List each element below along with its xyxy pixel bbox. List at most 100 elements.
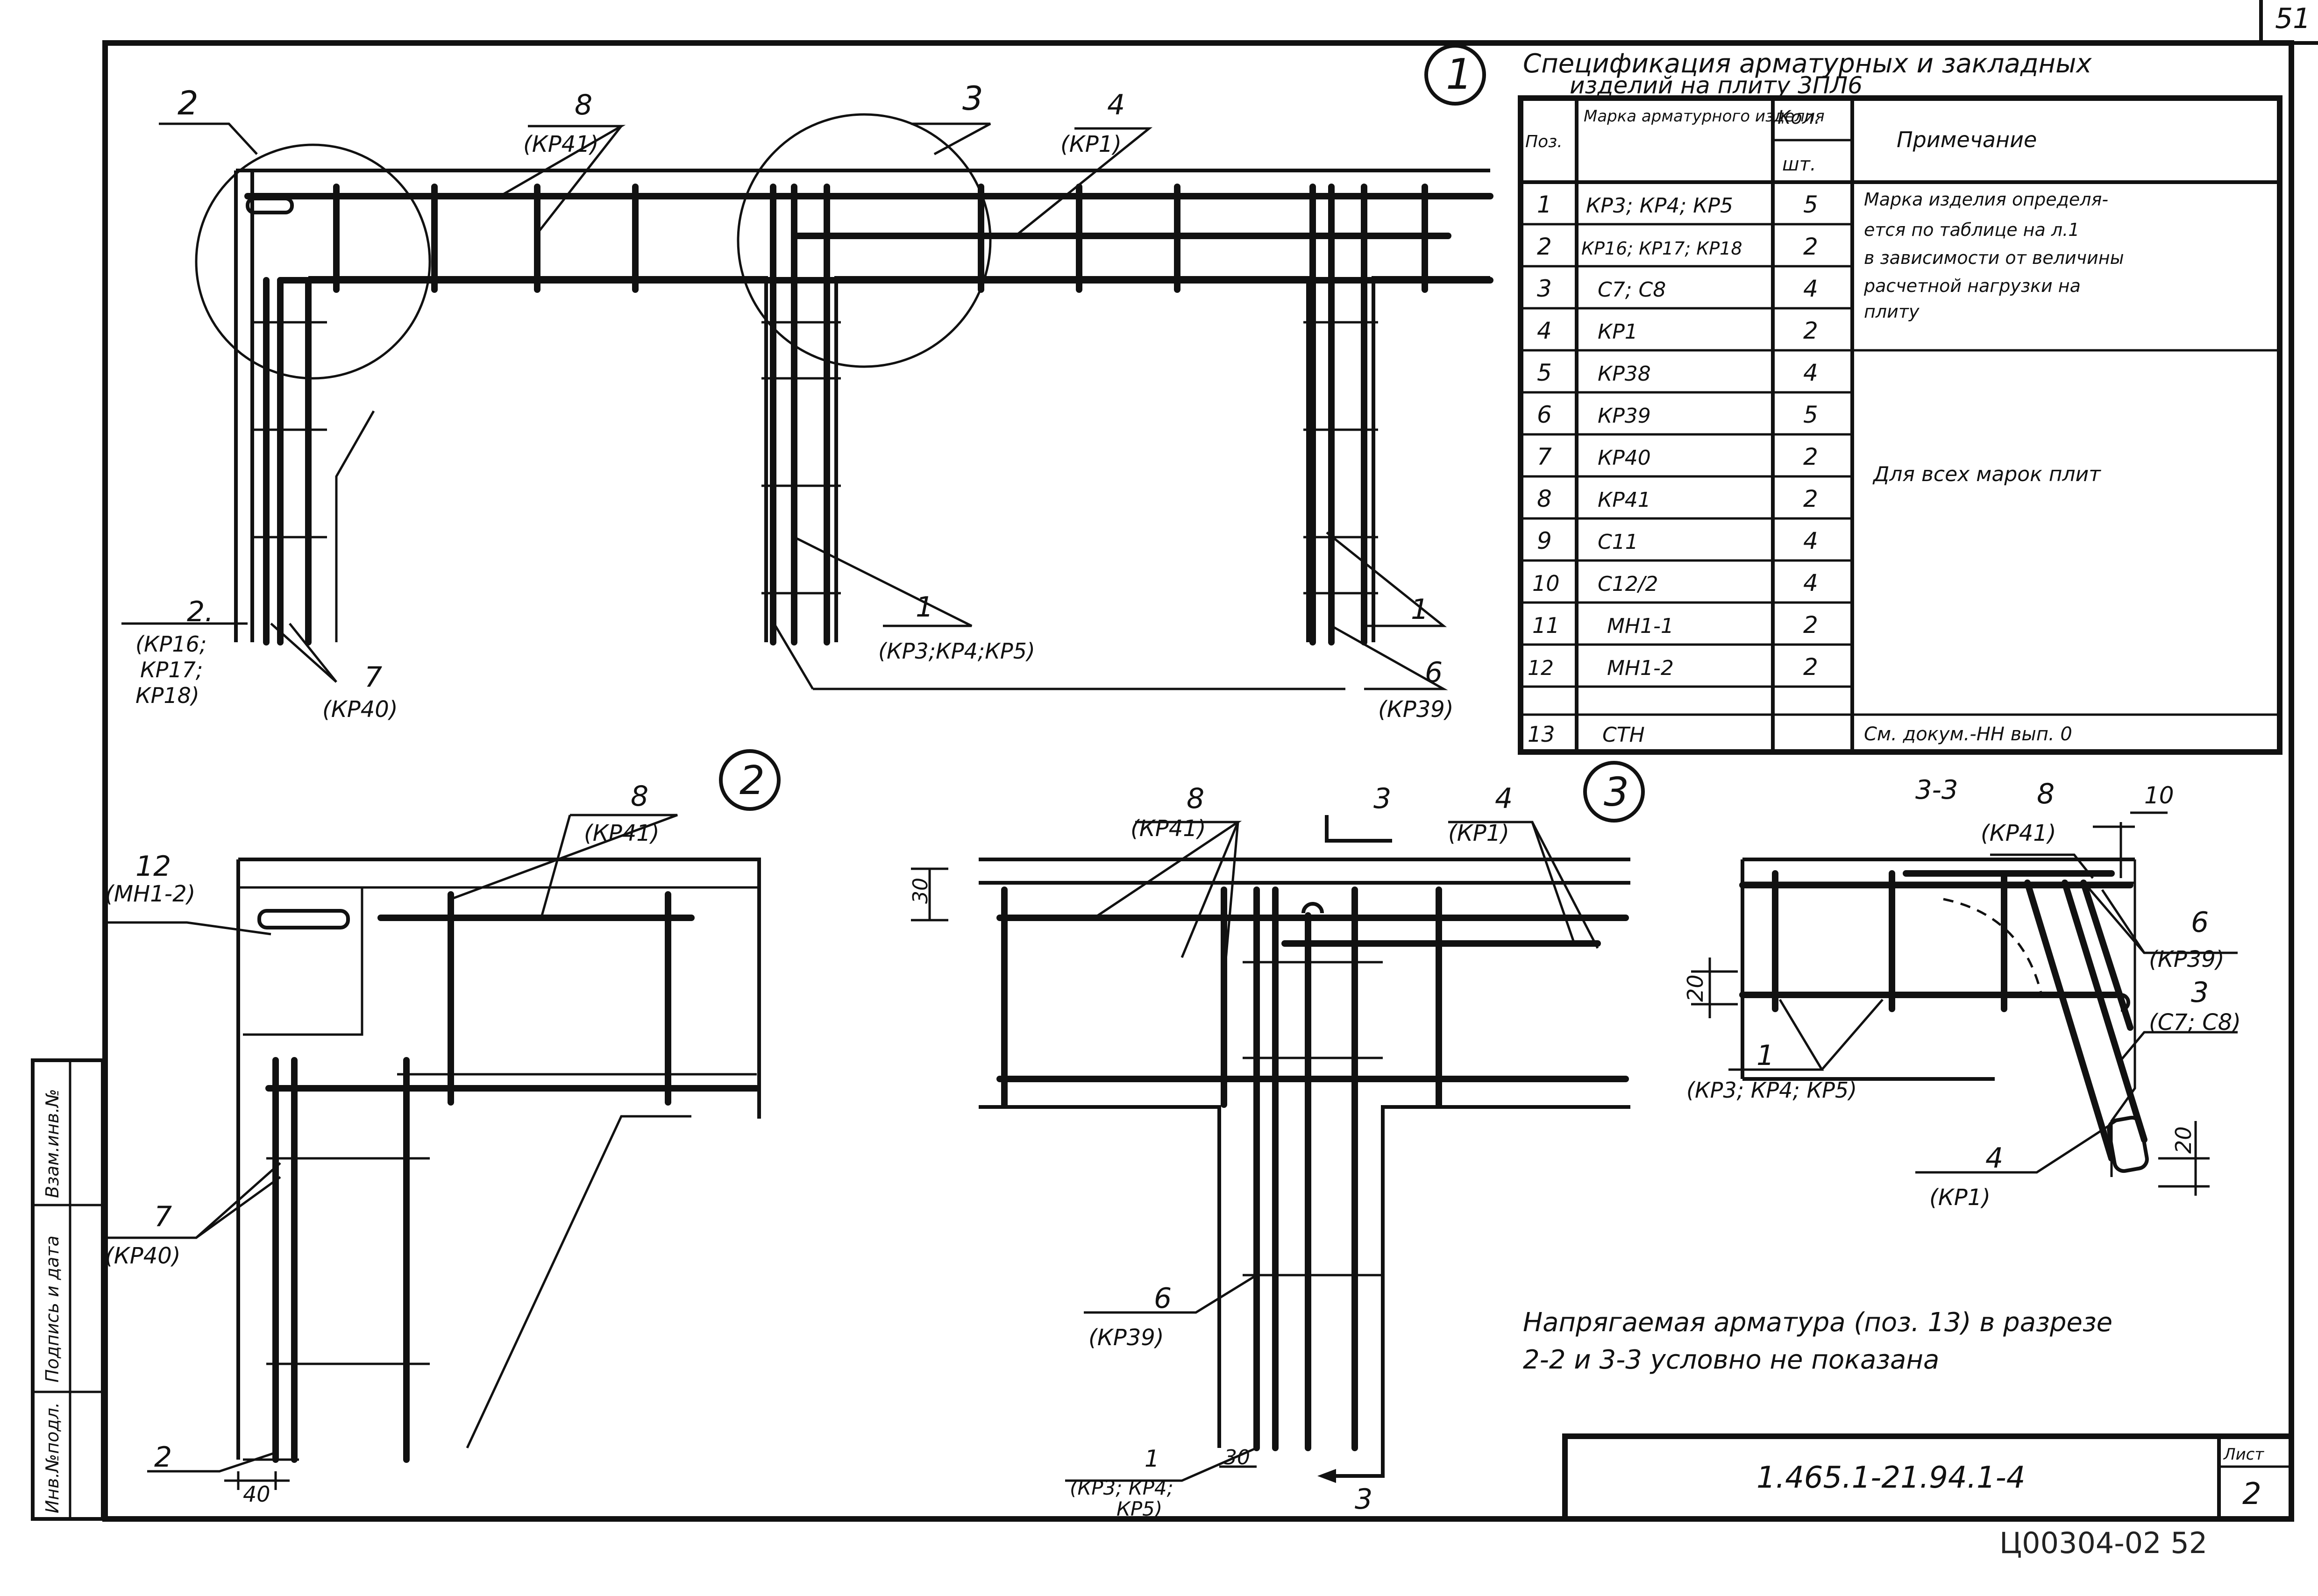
spec-row-pos: 10 — [1532, 571, 1560, 596]
spec-row-qty: 2 — [1803, 485, 1818, 512]
v1-callout-8-mark: (КР41) — [523, 131, 599, 157]
spec-row-qty: 4 — [1803, 569, 1818, 596]
v1-callout-2b: 2. — [187, 596, 213, 628]
spec-row-pos: 4 — [1537, 317, 1552, 344]
spec-header-qty: Кол. — [1778, 107, 1820, 128]
spec-row-pos: 13 — [1528, 722, 1555, 747]
v1-callout-8: 8 — [575, 89, 592, 121]
spec-note-1: Марка изделия определя- ется по таблице … — [1863, 189, 2124, 322]
spec-header-pos: Поз. — [1525, 132, 1563, 151]
page-corner-number: 51 — [2275, 2, 2311, 35]
spec-row-pos: 7 — [1537, 443, 1552, 470]
spec-row: 9 С11 4 — [1537, 527, 1818, 554]
v3-section-mark-bottom: 3 — [1355, 1483, 1372, 1516]
spec-row-mark: СТН — [1602, 723, 1645, 747]
v1-callout-2b-mark1: (КР16; — [135, 631, 206, 657]
side-stamp-inv: Инв.№подл. — [42, 1402, 63, 1513]
s33-dim-20a: 20 — [1683, 974, 1708, 1002]
spec-row-mark: КР40 — [1598, 446, 1651, 470]
v3-callout-8-mark: (КР41) — [1131, 816, 1206, 842]
spec-row: 3 С7; С8 4 — [1537, 275, 1818, 302]
svg-text:в зависимости от величины: в зависимости от величины — [1864, 248, 2124, 268]
spec-row: 1 КР3; КР4; КР5 5 — [1537, 191, 1818, 218]
svg-text:Марка изделия определя-: Марка изделия определя- — [1864, 189, 2108, 210]
spec-row-qty: 4 — [1803, 359, 1818, 386]
v3-callout-1-mark1: (КР3; КР4; — [1070, 1476, 1173, 1499]
view-2-label: 2 — [739, 758, 765, 804]
s33-callout-3-mark: (С7; С8) — [2149, 1009, 2241, 1036]
spec-row: 12 МН1-2 2 — [1528, 653, 1818, 681]
spec-row-pos: 2 — [1537, 233, 1552, 260]
v1-callout-4: 4 — [1107, 89, 1125, 121]
svg-text:плиту: плиту — [1864, 301, 1920, 322]
v3-callout-1: 1 — [1145, 1445, 1159, 1472]
view-2: 2 8 (КР41) — [103, 749, 781, 1507]
spec-note-2: Для всех марок плит — [1872, 462, 2101, 486]
section-3-3: 3-3 — [1683, 775, 2241, 1211]
v2-callout-7-mark: (КР40) — [105, 1243, 181, 1269]
spec-row-mark: КР38 — [1598, 362, 1651, 386]
spec-title-1: Спецификация арматурных и закладных — [1523, 49, 2092, 79]
spec-row: 10 С12/2 4 — [1532, 569, 1818, 596]
view-3-label: 3 — [1604, 769, 1629, 816]
svg-text:расчетной нагрузки на: расчетной нагрузки на — [1863, 276, 2081, 296]
v1-callout-7: 7 — [364, 661, 382, 694]
s33-callout-1-mark: (КР3; КР4; КР5) — [1686, 1078, 1857, 1103]
v1-callout-4-mark: (КР1) — [1060, 131, 1122, 157]
spec-row-mark: МН1-1 — [1607, 614, 1674, 638]
s33-callout-8-mark: (КР41) — [1981, 820, 2056, 846]
v1-callout-2b-mark2: КР17; — [140, 657, 203, 682]
v3-dim-30a: 30 — [909, 878, 932, 904]
spec-row: 8 КР41 2 — [1537, 485, 1818, 512]
spec-row-pos: 6 — [1537, 401, 1552, 428]
spec-header-mark: Марка арматурного изделия — [1584, 107, 1825, 126]
s33-callout-4-mark: (КР1) — [1929, 1185, 1991, 1211]
v3-callout-4: 4 — [1495, 782, 1513, 815]
v3-callout-1-mark2: КР5) — [1116, 1497, 1162, 1520]
side-stamp-sign: Подпись и дата — [42, 1235, 63, 1383]
v2-callout-7: 7 — [154, 1200, 172, 1233]
v1-callout-6-mark: (КР39) — [1378, 696, 1454, 723]
spec-note-3: См. докум.-НН вып. 0 — [1864, 724, 2072, 745]
v1-callout-1a: 1 — [916, 591, 933, 624]
spec-row-mark: КР1 — [1598, 320, 1638, 344]
spec-row-mark: КР41 — [1598, 488, 1651, 512]
v3-callout-8: 8 — [1187, 782, 1204, 815]
spec-row-pos: 5 — [1537, 359, 1552, 386]
side-stamp-replace: Взам.инв.№ — [42, 1089, 63, 1198]
v2-callout-2: 2 — [154, 1441, 172, 1474]
spec-row: 5 КР38 4 — [1537, 359, 1818, 386]
s33-title: 3-3 — [1915, 775, 1958, 805]
spec-row: 6 КР39 5 — [1537, 401, 1818, 428]
v3-callout-6: 6 — [1154, 1282, 1172, 1315]
spec-row-mark: КР39 — [1598, 404, 1651, 428]
spec-row-qty: 2 — [1803, 653, 1818, 681]
sheet-number: 2 — [2242, 1477, 2261, 1511]
spec-row-mark: С7; С8 — [1598, 278, 1666, 302]
spec-row-pos: 9 — [1537, 527, 1552, 554]
v2-callout-8-mark: (КР41) — [584, 820, 660, 846]
v3-callout-4-mark: (КР1) — [1448, 820, 1509, 846]
s33-dim-10: 10 — [2144, 782, 2174, 809]
spec-header-unit: шт. — [1782, 154, 1816, 175]
general-note-line2: 2-2 и 3-3 условно не показана — [1523, 1345, 1939, 1375]
spec-row: 2 КР16; КР17; КР18 2 — [1537, 233, 1818, 260]
spec-row: 13 СТН — [1528, 722, 1645, 747]
spec-table: Спецификация арматурных и закладных изде… — [1518, 49, 2282, 755]
s33-callout-4: 4 — [1985, 1142, 2003, 1175]
general-note-line1: Напрягаемая арматура (поз. 13) в разрезе — [1523, 1307, 2112, 1338]
v1-callout-7-mark: (КР40) — [322, 696, 398, 723]
v1-callout-3: 3 — [962, 79, 983, 118]
v2-callout-12: 12 — [135, 850, 171, 883]
view-1-label: 1 — [1446, 50, 1472, 99]
v2-callout-12-mark: (МН1-2) — [105, 881, 195, 907]
v1-callout-2: 2 — [178, 84, 199, 122]
sheet-label: Лист — [2223, 1445, 2264, 1464]
spec-row: 11 МН1-1 2 — [1532, 611, 1818, 638]
v3-dim-30b: 30 — [1224, 1446, 1250, 1469]
spec-row-qty: 2 — [1803, 233, 1818, 260]
spec-row-qty: 5 — [1803, 401, 1818, 428]
s33-callout-3: 3 — [2191, 976, 2209, 1009]
spec-row-pos: 3 — [1537, 275, 1552, 302]
